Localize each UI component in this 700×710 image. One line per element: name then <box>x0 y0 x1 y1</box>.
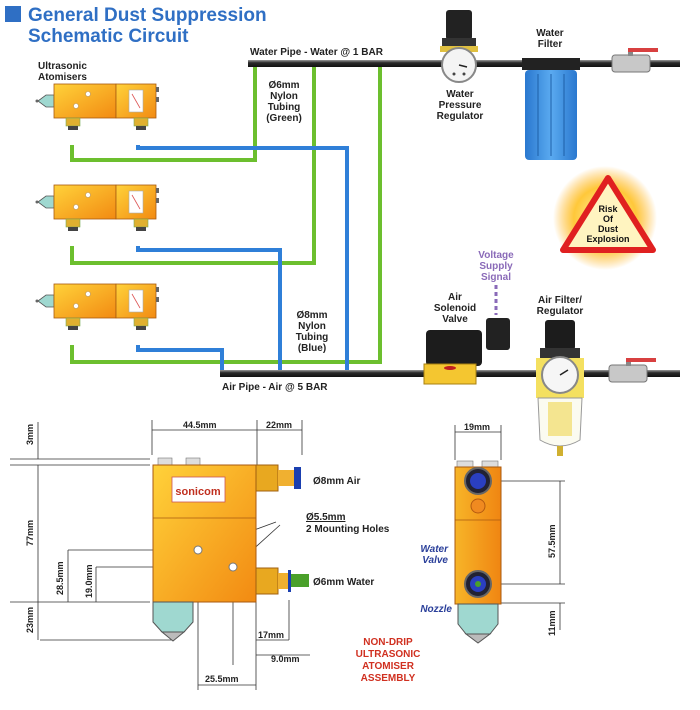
atomisers-label-2: Atomisers <box>38 72 87 83</box>
svg-text:Voltage: Voltage <box>478 250 514 261</box>
brand-logo: sonicom <box>175 486 220 498</box>
atomiser-front-view: sonicom <box>152 457 309 642</box>
water-regulator-label-2: Pressure <box>439 100 482 111</box>
air-filter-label-2: Regulator <box>537 306 584 317</box>
water-regulator-label: Water <box>446 89 474 100</box>
svg-text:44.5mm: 44.5mm <box>183 420 217 430</box>
mounting-holes-label: Ø5.5mm <box>306 512 346 523</box>
air-pipe-label: Air Pipe - Air @ 5 BAR <box>222 382 328 393</box>
water-valve-label: Water <box>420 544 449 555</box>
svg-text:Tubing: Tubing <box>268 102 301 113</box>
water-filter-icon <box>522 58 580 160</box>
svg-text:Tubing: Tubing <box>296 332 329 343</box>
svg-text:NON-DRIP: NON-DRIP <box>363 637 413 648</box>
svg-text:Ø8mm: Ø8mm <box>296 310 327 321</box>
title-line-2: Schematic Circuit <box>28 26 189 47</box>
air-filter-label: Air Filter/ <box>538 295 582 306</box>
water-ball-valve-icon <box>611 48 658 73</box>
nozzle-side-dim: 11mm <box>547 610 557 636</box>
atomiser-1 <box>35 83 160 131</box>
svg-text:9.0mm: 9.0mm <box>271 654 300 664</box>
svg-text:(Green): (Green) <box>266 113 302 124</box>
title-bullet <box>5 6 21 22</box>
svg-text:Dust: Dust <box>598 224 618 234</box>
air-ball-valve-icon <box>608 358 656 383</box>
svg-text:Explosion: Explosion <box>586 234 629 244</box>
svg-text:Nylon: Nylon <box>270 91 298 102</box>
atomiser-side-view <box>454 460 502 644</box>
svg-text:Nylon: Nylon <box>298 321 326 332</box>
side-width-dim: 19mm <box>464 422 490 432</box>
blue-air-tubing <box>136 145 349 370</box>
water-filter-label-2: Filter <box>538 39 563 50</box>
svg-text:23mm: 23mm <box>25 607 35 633</box>
air-solenoid-label: Air <box>448 292 462 303</box>
mounting-holes-label-2: 2 Mounting Holes <box>306 524 390 535</box>
water-port-label: Ø6mm Water <box>313 577 374 588</box>
svg-text:ASSEMBLY: ASSEMBLY <box>361 673 416 684</box>
svg-text:Of: Of <box>603 214 614 224</box>
air-solenoid-valve-icon <box>423 318 510 385</box>
assembly-dimension-lines <box>10 420 310 690</box>
green-tubing-label: Ø6mm Nylon Tubing (Green) <box>266 80 302 124</box>
svg-text:19.0mm: 19.0mm <box>84 564 94 598</box>
port-spacing-dim: 57.5mm <box>547 524 557 558</box>
title-line-1: General Dust Suppression <box>28 5 267 26</box>
svg-text:ATOMISER: ATOMISER <box>362 661 415 672</box>
water-pressure-regulator-icon <box>440 10 478 83</box>
atomisers-label: Ultrasonic <box>38 61 87 72</box>
assembly-dimension-text: 44.5mm 22mm 3mm 77mm 23mm 28.5mm 19.0mm … <box>25 420 300 684</box>
dust-explosion-warning-icon: Risk Of Dust Explosion <box>553 166 657 270</box>
svg-text:17mm: 17mm <box>258 630 284 640</box>
assembly-title: NON-DRIP ULTRASONIC ATOMISER ASSEMBLY <box>356 637 421 684</box>
air-port-label: Ø8mm Air <box>313 476 361 487</box>
svg-text:25.5mm: 25.5mm <box>205 674 239 684</box>
water-valve-label-2: Valve <box>422 555 448 566</box>
air-solenoid-label-3: Valve <box>442 314 468 325</box>
svg-text:Ø6mm: Ø6mm <box>268 80 299 91</box>
svg-text:28.5mm: 28.5mm <box>55 561 65 595</box>
svg-text:Signal: Signal <box>481 272 511 283</box>
side-dimension-lines <box>454 425 565 630</box>
water-filter-label: Water <box>536 28 564 39</box>
atomiser-2 <box>35 184 160 232</box>
air-solenoid-label-2: Solenoid <box>434 303 476 314</box>
nozzle-label: Nozzle <box>420 604 452 615</box>
svg-text:ULTRASONIC: ULTRASONIC <box>356 649 421 660</box>
air-filter-regulator-icon <box>536 320 584 456</box>
voltage-supply-label: Voltage Supply Signal <box>478 250 514 283</box>
svg-text:Risk: Risk <box>598 204 618 214</box>
svg-text:22mm: 22mm <box>266 420 292 430</box>
blue-tubing-label: Ø8mm Nylon Tubing (Blue) <box>296 310 329 354</box>
svg-text:3mm: 3mm <box>25 424 35 445</box>
water-pipe-label: Water Pipe - Water @ 1 BAR <box>250 47 384 58</box>
svg-text:Supply: Supply <box>479 261 513 272</box>
svg-text:(Blue): (Blue) <box>298 343 326 354</box>
water-regulator-label-3: Regulator <box>437 111 484 122</box>
atomiser-3 <box>35 283 160 331</box>
svg-text:77mm: 77mm <box>25 520 35 546</box>
green-water-tubing <box>70 64 382 364</box>
